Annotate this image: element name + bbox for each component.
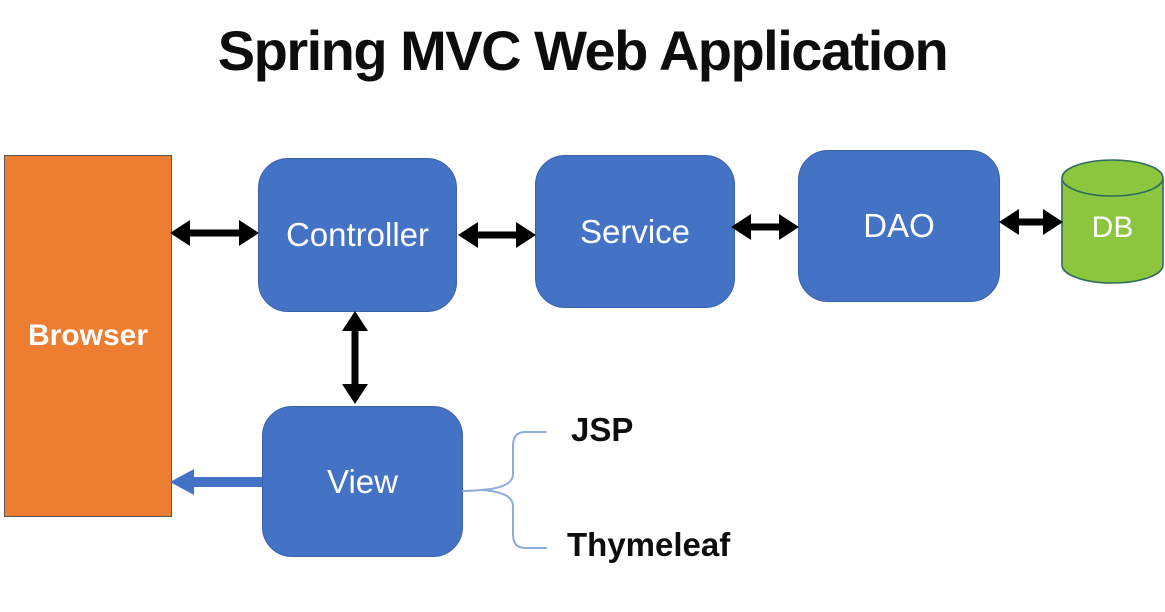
node-dao-label: DAO xyxy=(863,207,935,244)
node-controller-label: Controller xyxy=(285,216,430,253)
node-browser: Browser xyxy=(4,155,172,517)
diagram-title: Spring MVC Web Application xyxy=(217,19,949,82)
arrow-service-dao xyxy=(731,214,799,240)
arrow-controller-service xyxy=(458,222,536,248)
annotation-thymeleaf: Thymeleaf xyxy=(567,526,731,563)
node-db-label: DB xyxy=(1091,210,1134,244)
node-browser-label: Browser xyxy=(27,319,149,352)
node-service-label: Service xyxy=(579,212,691,250)
node-view: View xyxy=(262,406,463,557)
node-db: DB xyxy=(1062,172,1163,283)
arrow-dao-db xyxy=(999,209,1063,235)
annotation-jsp: JSP xyxy=(571,411,634,448)
arrow-controller-view xyxy=(342,311,368,404)
node-dao: DAO xyxy=(798,150,1000,302)
arrow-browser-controller xyxy=(170,220,259,246)
arrow-view-browser xyxy=(170,469,262,495)
node-view-label: View xyxy=(327,462,398,500)
node-controller: Controller xyxy=(258,158,457,312)
view-brace xyxy=(462,431,547,549)
node-service: Service xyxy=(535,155,735,308)
